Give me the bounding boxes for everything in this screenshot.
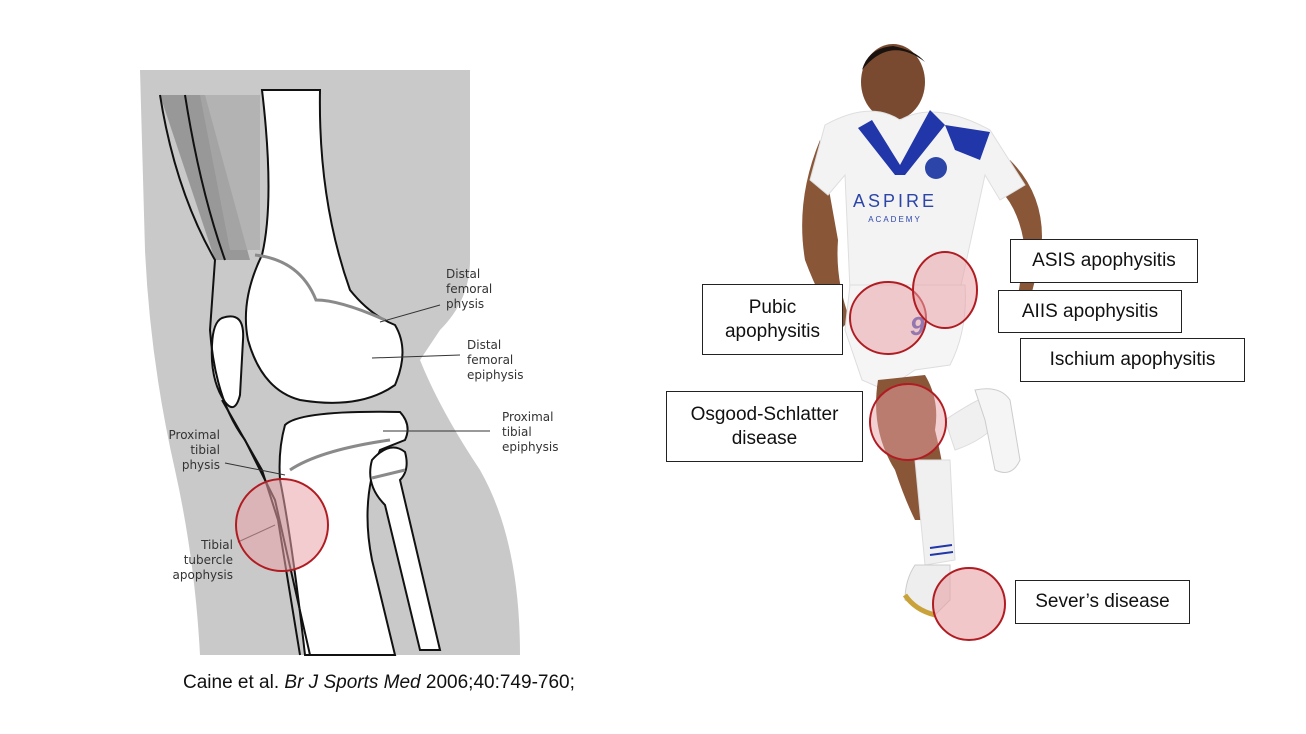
callout-aiis-apophysitis: AIIS apophysitis <box>998 290 1182 333</box>
label-distal-femoral-physis: Distal femoral physis <box>446 267 493 311</box>
label-distal-femoral-epiphysis: Distal femoral epiphysis <box>467 338 524 382</box>
callout-osgood-schlatter-disease: Osgood-Schlatter disease <box>666 391 863 462</box>
callout-ischium-apophysitis: Ischium apophysitis <box>1020 338 1245 382</box>
osgood-highlight <box>869 383 947 461</box>
jersey-text: ASPIRE <box>853 191 937 211</box>
asis-aiis-highlight <box>912 251 978 329</box>
sever-highlight <box>932 567 1006 641</box>
citation-details: 2006;40:749-760; <box>420 672 575 693</box>
callout-asis-apophysitis: ASIS apophysitis <box>1010 239 1198 283</box>
label-tibial-tubercle-apophysis: Tibial tubercle apophysis <box>172 538 233 582</box>
tibial-tubercle-highlight <box>235 478 329 572</box>
label-proximal-tibial-physis: Proximal tibial physis <box>168 428 220 472</box>
citation-journal: Br J Sports Med <box>284 672 421 693</box>
callout-severs-disease: Sever’s disease <box>1015 580 1190 624</box>
label-proximal-tibial-epiphysis: Proximal tibial epiphysis <box>502 410 559 454</box>
jersey-subtext: ACADEMY <box>868 215 922 224</box>
citation-authors: Caine et al. <box>183 672 285 693</box>
callout-pubic-apophysitis: Pubic apophysitis <box>702 284 843 355</box>
citation: Caine et al. Br J Sports Med 2006;40:749… <box>183 672 575 694</box>
